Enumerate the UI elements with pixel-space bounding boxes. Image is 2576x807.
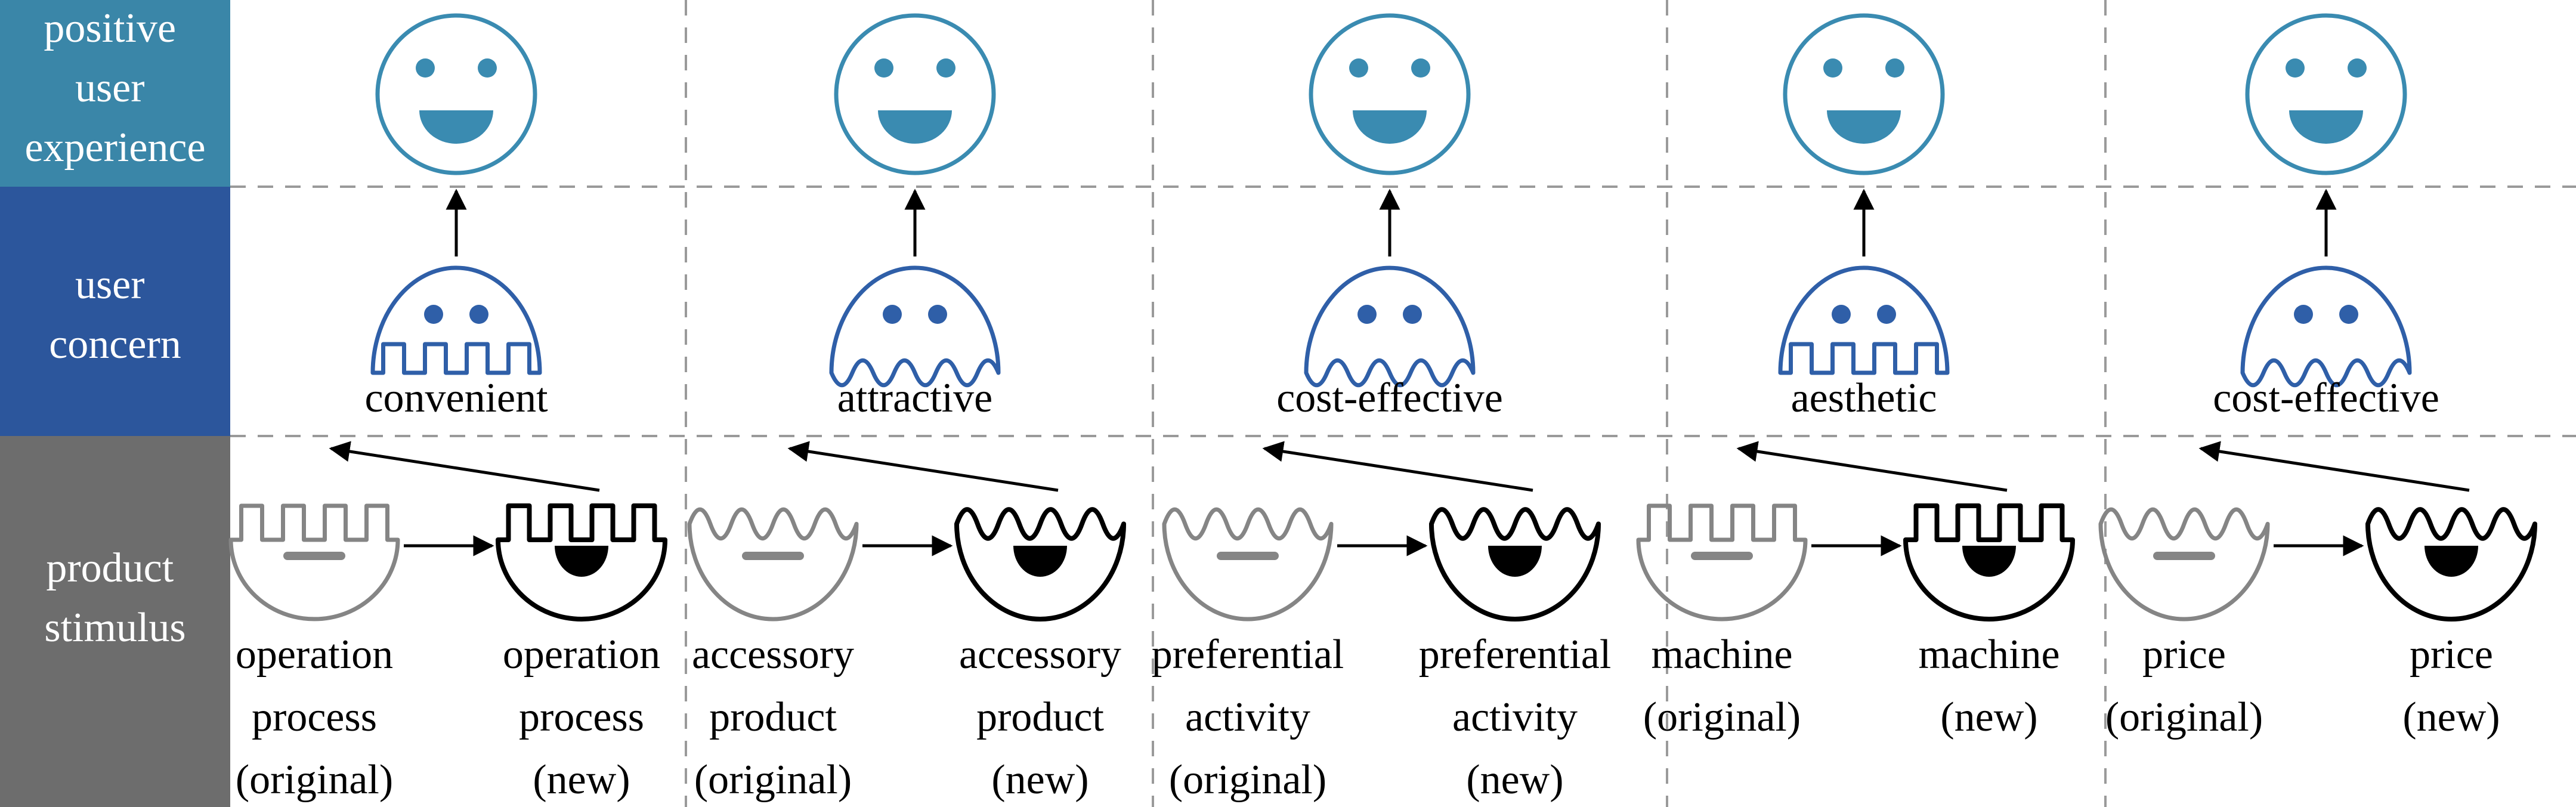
original-product-label-line: operation — [236, 632, 393, 678]
row-header-stimulus-line: stimulus — [44, 605, 185, 651]
new-product-label-line: (new) — [2402, 694, 2500, 740]
column-4: aesthetic machine (original) machine (new) — [1636, 13, 2075, 740]
new-product-icon — [496, 503, 667, 622]
original-product-label-line: accessory — [692, 632, 854, 678]
new-product-label: preferential activity (new) — [1419, 632, 1612, 803]
original-product-label-line: process — [252, 694, 377, 740]
concern-icon — [1778, 265, 1950, 375]
smiley-icon — [834, 13, 996, 175]
new-product-label-line: (new) — [533, 757, 630, 803]
row-header-concern-line: user — [75, 262, 145, 308]
concern-icon — [1304, 265, 1476, 388]
new-product-label-line: product — [976, 694, 1104, 740]
new-product-label-line: preferential — [1419, 632, 1612, 678]
arrow-diagonal-icon — [1262, 441, 1533, 492]
original-product-label: preferential activity (original) — [1152, 632, 1344, 803]
original-product-icon — [1636, 503, 1808, 622]
concern-label: attractive — [837, 375, 992, 421]
original-product-label: accessory product (original) — [692, 632, 854, 803]
concern-icon — [2240, 265, 2412, 388]
svg-text:user concern: user concern — [49, 262, 181, 367]
concern-label: cost-effective — [1276, 375, 1503, 421]
concern-label: convenient — [364, 375, 548, 421]
new-product-label-line: price — [2410, 632, 2493, 678]
new-product-label-line: (new) — [1466, 757, 1563, 803]
column-5: cost-effective price (original) price (new) — [2098, 13, 2537, 740]
new-product-icon — [954, 507, 1126, 622]
smiley-icon — [1783, 13, 1945, 175]
concern-label: cost-effective — [2213, 375, 2439, 421]
row-header-concern: user concern — [0, 187, 230, 436]
arrow-diagonal-icon — [2198, 441, 2470, 492]
arrow-diagonal-icon — [1736, 441, 2008, 492]
original-product-label: price (original) — [2105, 632, 2263, 740]
original-product-label-line: (original) — [1643, 694, 1801, 740]
concern-label: aesthetic — [1791, 375, 1937, 421]
new-product-label-line: process — [519, 694, 644, 740]
smiley-icon — [2245, 13, 2407, 175]
original-product-label-line: machine — [1651, 632, 1792, 678]
original-product-label-line: (original) — [694, 757, 852, 803]
smiley-icon — [375, 13, 537, 175]
new-product-label: price (new) — [2402, 632, 2500, 740]
new-product-label-line: (new) — [1940, 694, 2037, 740]
svg-text:positive user expe: positive user experience — [24, 5, 205, 171]
original-product-label-line: product — [709, 694, 837, 740]
original-product-label: operation process (original) — [236, 632, 393, 803]
new-product-label: machine (new) — [1918, 632, 2059, 740]
new-product-label-line: operation — [503, 632, 660, 678]
new-product-label-line: accessory — [959, 632, 1121, 678]
arrow-diagonal-icon — [329, 441, 600, 492]
new-product-label-line: activity — [1452, 694, 1578, 740]
original-product-label-line: (original) — [2105, 694, 2263, 740]
arrow-diagonal-icon — [787, 441, 1059, 492]
dashed-grid — [230, 0, 2576, 807]
original-product-label-line: (original) — [1169, 757, 1326, 803]
original-product-label: machine (original) — [1643, 632, 1801, 740]
original-product-icon — [2098, 507, 2270, 622]
row-header-concern-line: concern — [49, 321, 181, 367]
original-product-icon — [687, 507, 859, 622]
original-product-icon — [1162, 507, 1334, 622]
original-product-icon — [228, 503, 400, 622]
row-header-experience-line: user — [75, 65, 145, 111]
smiley-icon — [1309, 13, 1471, 175]
row-header-experience-line: experience — [24, 125, 205, 171]
column-3: cost-effective preferential activity (origi… — [1152, 13, 1612, 803]
new-product-label-line: (new) — [991, 757, 1088, 803]
svg-text:product stimulus: product stimulus — [44, 545, 185, 651]
concern-icon — [370, 265, 542, 375]
new-product-label-line: machine — [1918, 632, 2059, 678]
original-product-label-line: price — [2142, 632, 2226, 678]
new-product-icon — [1903, 503, 2075, 622]
row-header-experience: positive user experience — [0, 0, 230, 187]
new-product-label: operation process (new) — [503, 632, 660, 803]
original-product-label-line: (original) — [236, 757, 393, 803]
row-header-experience-line: positive — [44, 5, 176, 51]
concern-icon — [829, 265, 1001, 388]
new-product-label: accessory product (new) — [959, 632, 1121, 803]
new-product-icon — [2365, 507, 2537, 622]
original-product-label-line: preferential — [1152, 632, 1344, 678]
row-header-stimulus-line: product — [46, 545, 174, 591]
original-product-label-line: activity — [1185, 694, 1310, 740]
row-header-stimulus: product stimulus — [0, 436, 230, 807]
new-product-icon — [1429, 507, 1601, 622]
